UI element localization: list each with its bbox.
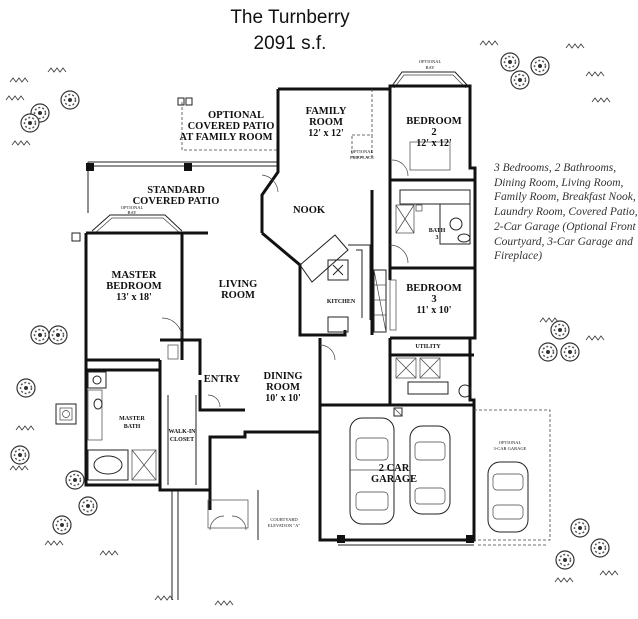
- garage-car-right: [409, 425, 451, 515]
- label-family-room-l1: FAMILY: [306, 106, 347, 117]
- label-optional-patio-l2: COVERED PATIO: [188, 121, 275, 132]
- label-nook: NOOK: [293, 205, 326, 216]
- note-optional-3car-l1: OPTIONAL: [499, 440, 522, 445]
- label-optional-patio-l1: OPTIONAL: [208, 110, 264, 121]
- label-garage-l2: GARAGE: [371, 474, 417, 485]
- label-dining-room-l1: DINING: [263, 371, 302, 382]
- label-entry: ENTRY: [204, 374, 241, 385]
- label-bedroom3-size: 11' x 10': [416, 305, 451, 316]
- label-walk-in-closet-l2: CLOSET: [170, 437, 194, 443]
- note-optional-fireplace-l1: OPTIONAL: [351, 149, 374, 154]
- label-master-bedroom-size: 13' x 18': [116, 292, 152, 303]
- label-family-room-l2: ROOM: [309, 117, 343, 128]
- label-bath3-l1: BATH: [429, 228, 446, 234]
- feature-description: 3 Bedrooms, 2 Bathrooms, Dining Room, Li…: [494, 162, 638, 263]
- label-standard-patio-l2: COVERED PATIO: [133, 196, 220, 207]
- label-living-room-l1: LIVING: [219, 279, 258, 290]
- label-kitchen: KITCHEN: [327, 299, 356, 305]
- label-bedroom2-l2: 2: [431, 127, 436, 138]
- label-master-bedroom-l1: MASTER: [112, 270, 157, 281]
- label-master-bedroom-l2: BEDROOM: [106, 281, 162, 292]
- note-courtyard-l2: ELEVATION "A": [268, 523, 301, 528]
- label-walk-in-closet-l1: WALK-IN: [168, 429, 196, 435]
- label-bedroom2-size: 12' x 12': [416, 138, 452, 149]
- label-master-bath-l2: BATH: [124, 424, 141, 430]
- label-bath3-l2: 3: [436, 235, 439, 241]
- label-bedroom2-l1: BEDROOM: [406, 116, 462, 127]
- garage-car-left: [349, 417, 395, 525]
- exterior-walls: [84, 84, 477, 542]
- label-bedroom3-l2: 3: [431, 294, 436, 305]
- label-optional-patio-l3: AT FAMILY ROOM: [179, 132, 272, 143]
- note-optional-bay-top-l2: BAY: [425, 65, 435, 70]
- label-bedroom3-l1: BEDROOM: [406, 283, 462, 294]
- interior-walls: [86, 89, 475, 490]
- plan-square-footage: 2091 s.f.: [253, 33, 327, 54]
- label-living-room-l2: ROOM: [221, 290, 255, 301]
- note-optional-3car-l2: 3-CAR GARAGE: [494, 446, 527, 451]
- label-family-room-size: 12' x 12': [308, 128, 344, 139]
- optional-garage-car: [487, 461, 529, 533]
- label-standard-patio-l1: STANDARD: [147, 185, 205, 196]
- label-dining-room-l2: ROOM: [266, 382, 300, 393]
- label-utility: UTILITY: [415, 344, 441, 350]
- label-garage-l1: 2 CAR: [379, 463, 410, 474]
- plan-title: The Turnberry: [230, 7, 350, 28]
- note-optional-fireplace-l2: FIREPLACE: [350, 155, 374, 160]
- label-master-bath-l1: MASTER: [119, 416, 145, 422]
- note-optional-bay-master-l1: OPTIONAL: [121, 205, 144, 210]
- note-optional-bay-master-l2: BAY: [127, 210, 137, 215]
- note-optional-bay-top-l1: OPTIONAL: [419, 59, 442, 64]
- label-dining-room-size: 10' x 10': [265, 393, 301, 404]
- note-courtyard-l1: COURTYARD: [270, 517, 298, 522]
